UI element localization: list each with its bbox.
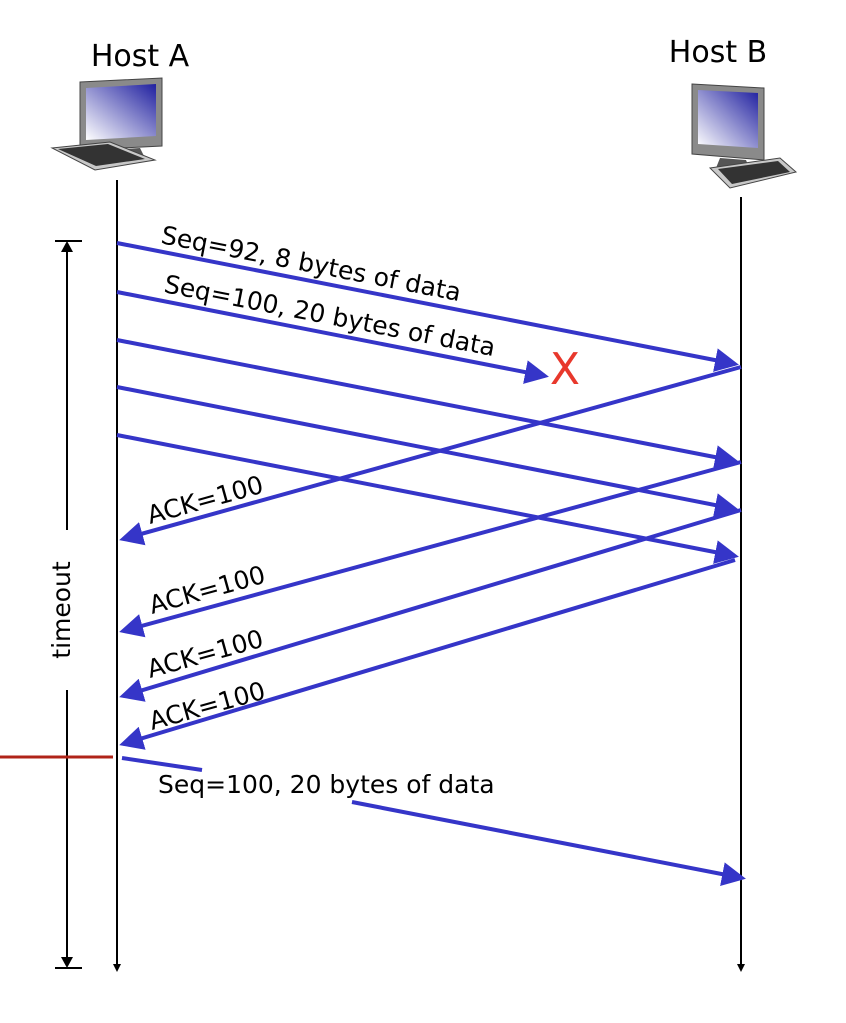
ack-arrow-1 bbox=[119, 365, 742, 546]
segment-arrow-seq92 bbox=[116, 241, 739, 372]
ack-arrow-2 bbox=[119, 460, 742, 638]
retransmission-arrow bbox=[121, 756, 746, 886]
segment-arrow-seq100-lost bbox=[116, 290, 549, 384]
host-a-label: Host A bbox=[91, 39, 190, 74]
segment-arrow-4 bbox=[116, 385, 739, 517]
ack-arrow-4 bbox=[119, 558, 736, 750]
timeout-label: timeout bbox=[47, 561, 76, 659]
ack-label-1: ACK=100 bbox=[144, 470, 267, 530]
segment-arrow-3 bbox=[116, 338, 739, 469]
computer-icon-host-b bbox=[691, 83, 798, 189]
loss-marker-icon: X bbox=[550, 344, 580, 395]
ack-arrow-3 bbox=[119, 508, 742, 702]
segment-arrow-5 bbox=[116, 433, 739, 564]
ack-label-3: ACK=100 bbox=[144, 624, 267, 684]
host-b-label: Host B bbox=[669, 35, 767, 70]
timeout-interval: timeout bbox=[47, 240, 82, 969]
computer-icon-host-a bbox=[50, 77, 163, 171]
ack-label-2: ACK=100 bbox=[146, 560, 269, 620]
retransmission-label: Seq=100, 20 bytes of data bbox=[158, 770, 495, 799]
